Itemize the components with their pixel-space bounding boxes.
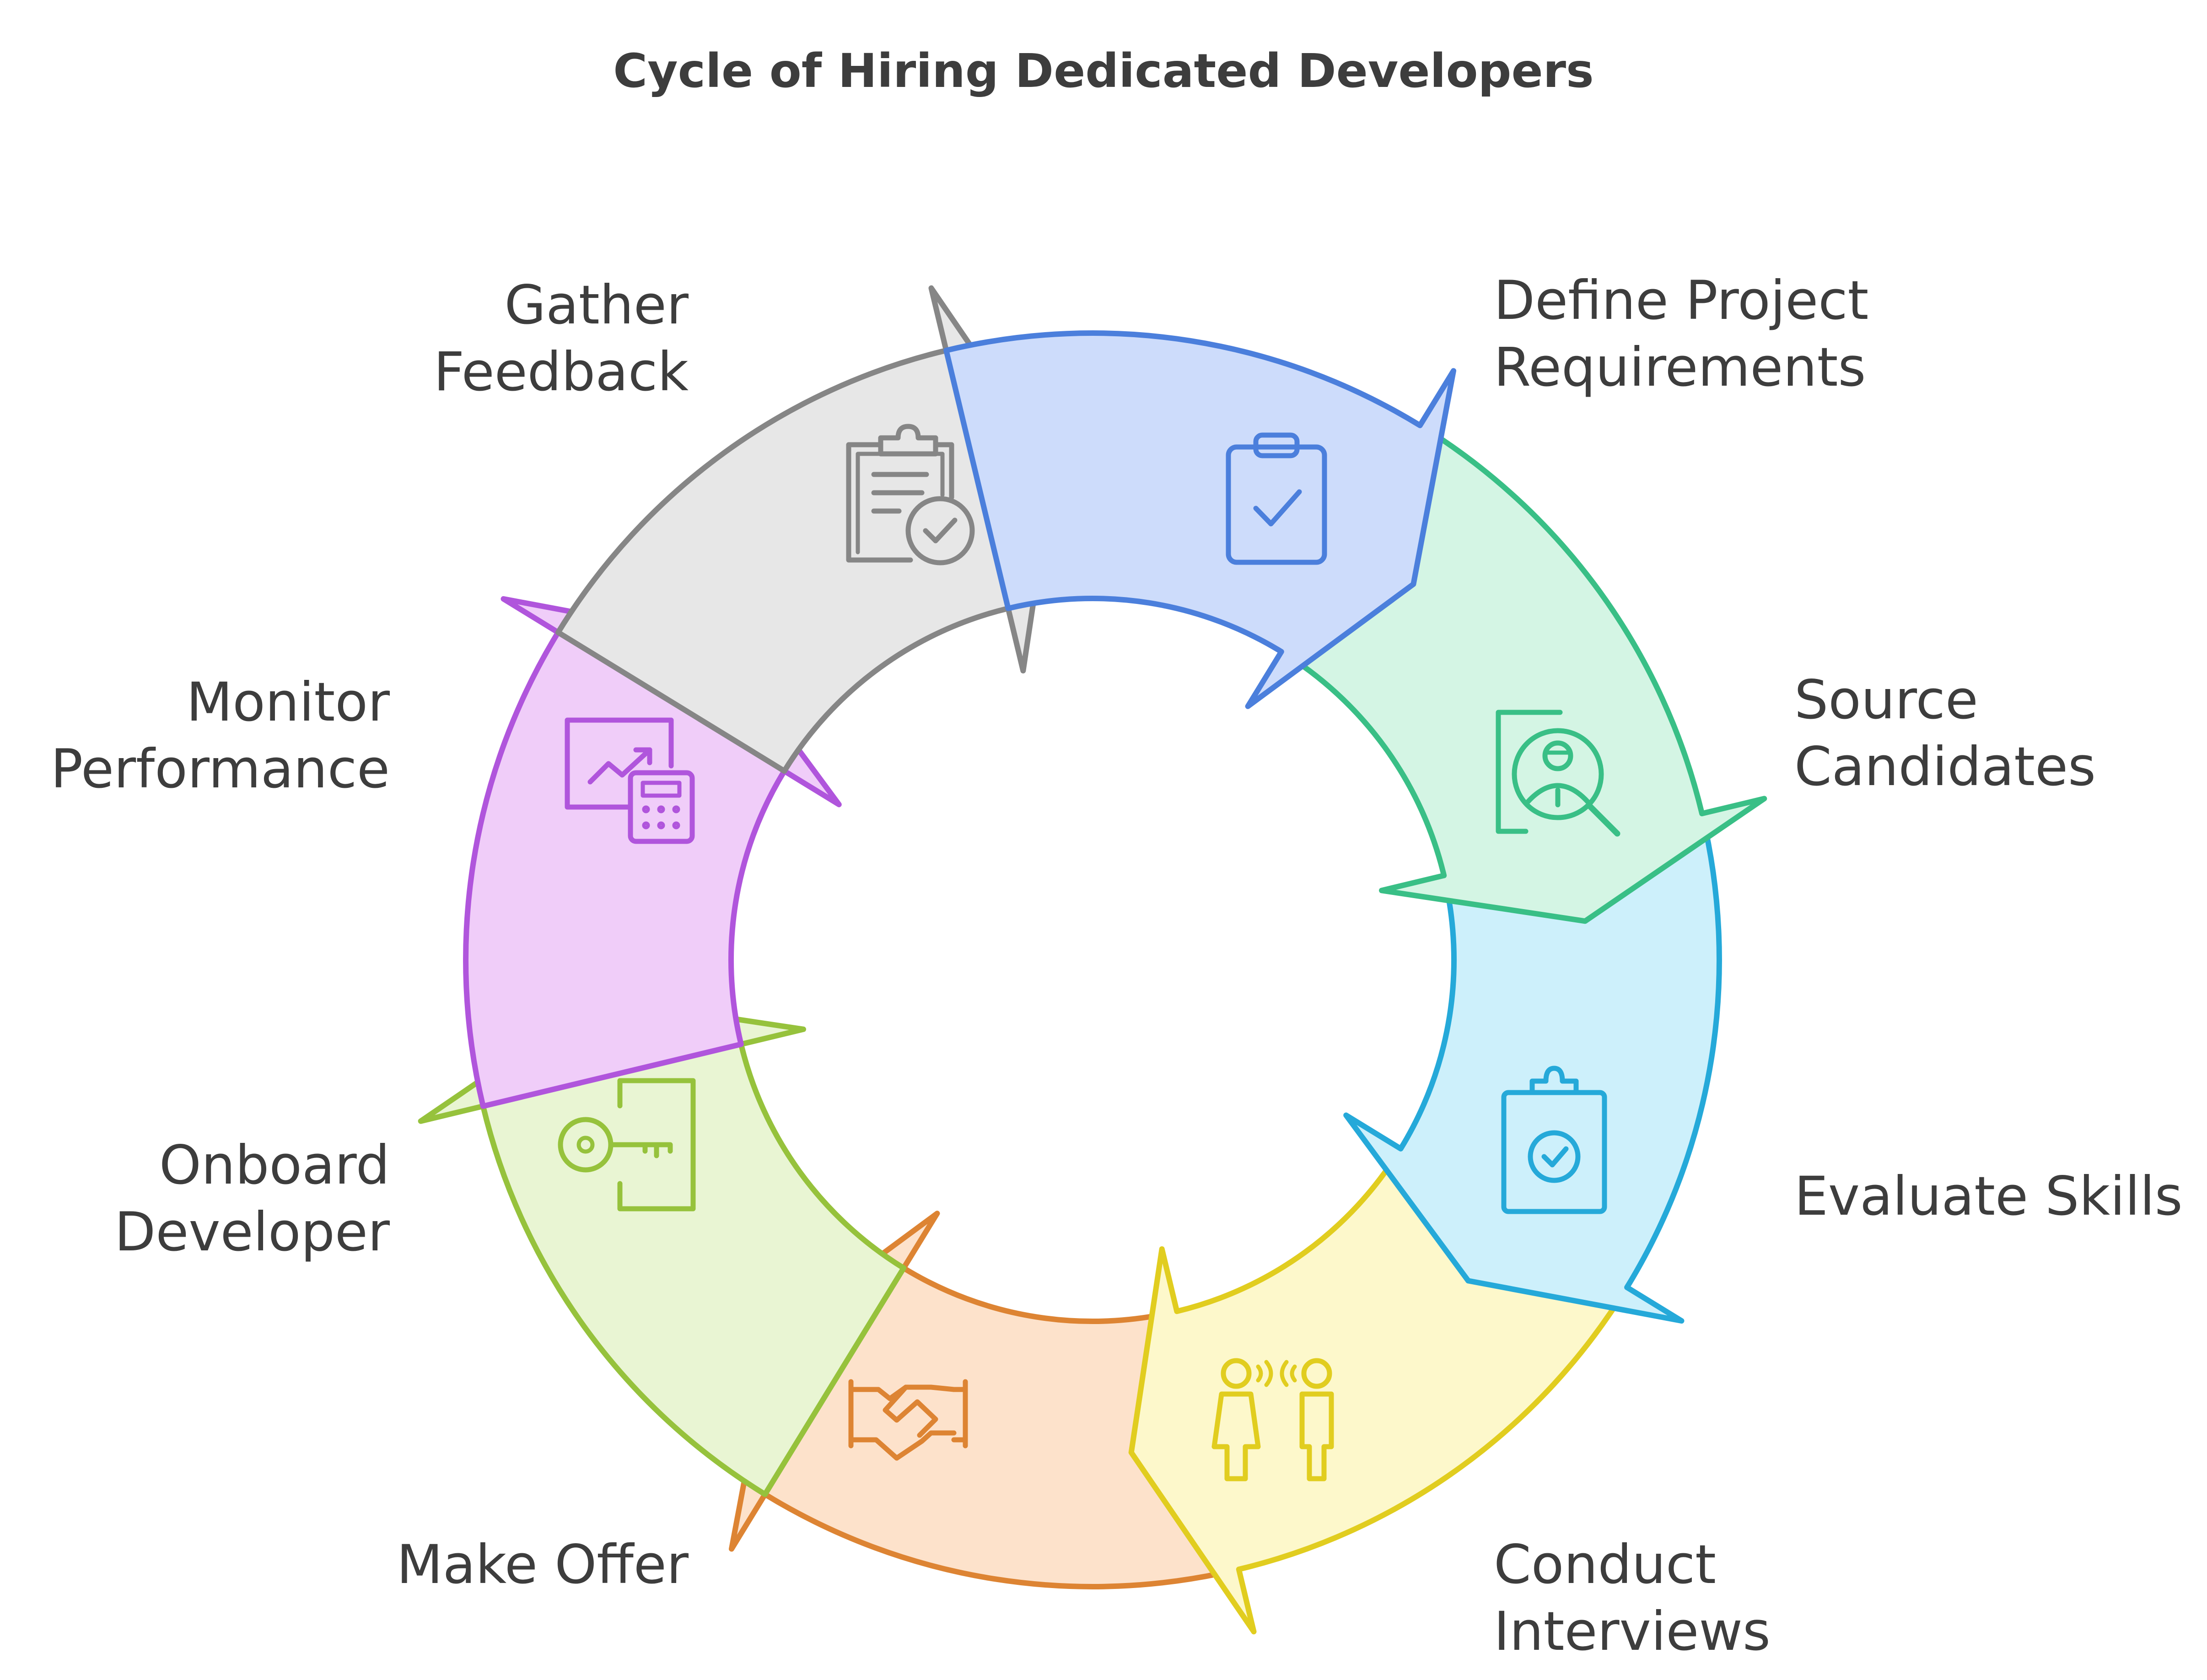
- label-line: Requirements: [1494, 336, 1866, 398]
- icon-stroke: [1264, 1360, 1273, 1387]
- icon-stroke: [565, 717, 674, 810]
- icon-stroke: [905, 496, 975, 565]
- icon-stroke: [883, 1384, 938, 1438]
- label-monitor-performance: Monitor Performance: [51, 671, 390, 800]
- handshake-icon: [848, 1379, 968, 1461]
- icon-stroke: [641, 781, 682, 798]
- icon-stroke: [933, 442, 954, 500]
- icon-stroke: [1529, 1066, 1579, 1095]
- clipboard-evaluate-icon: [1501, 1066, 1607, 1214]
- label-line: Performance: [51, 738, 390, 800]
- chart-calculator-icon: [565, 717, 695, 844]
- icon-stroke: [1280, 1360, 1289, 1387]
- key-door-icon: [558, 1078, 696, 1212]
- feedback-clipboard-icon: [846, 424, 975, 565]
- icon-stroke: [587, 747, 652, 785]
- icon-stroke: [672, 821, 680, 829]
- candidate-search-icon: [1496, 710, 1620, 837]
- icon-stroke: [1525, 783, 1590, 804]
- diagram-title: Cycle of Hiring Dedicated Developers: [613, 44, 1594, 98]
- label-line: Monitor: [186, 671, 390, 733]
- icon-stroke: [846, 442, 913, 563]
- icon-stroke: [1301, 1358, 1332, 1389]
- icon-stroke: [633, 747, 652, 765]
- icon-stroke: [608, 1142, 673, 1158]
- label-line: Conduct: [1494, 1533, 1716, 1596]
- label-line: Interviews: [1494, 1600, 1771, 1663]
- label-make-offer: Make Offer: [397, 1533, 689, 1596]
- label-line: Make Offer: [397, 1533, 689, 1596]
- icon-stroke: [1290, 1364, 1297, 1383]
- arrow-segment-onboard: [418, 996, 907, 1497]
- icon-stroke: [576, 1136, 595, 1154]
- label-line: Onboard: [159, 1134, 390, 1196]
- icon-stroke: [1541, 1146, 1569, 1168]
- two-people-talking-icon: [1211, 1358, 1334, 1481]
- icon-stroke: [1226, 444, 1327, 565]
- arrow-segment-evaluate: [1343, 811, 1722, 1324]
- label-line: Define Project: [1494, 269, 1868, 332]
- arrow-segment-feedback: [555, 285, 1057, 774]
- icon-stroke: [1299, 1391, 1334, 1481]
- label-line: Developer: [114, 1201, 390, 1263]
- icon-stroke: [657, 805, 665, 813]
- icon-stroke: [1253, 489, 1302, 527]
- icon-stroke: [1542, 740, 1573, 771]
- icon-stroke: [878, 424, 938, 457]
- clipboard-check-icon: [1226, 432, 1327, 565]
- label-source-candidates: Source Candidates: [1794, 668, 2096, 798]
- icon-stroke: [672, 805, 680, 813]
- icon-stroke: [657, 821, 665, 829]
- icon-stroke: [642, 805, 650, 813]
- icon-stroke: [628, 770, 695, 844]
- cycle-arrows: [418, 285, 1767, 1635]
- icon-stroke: [1256, 1364, 1263, 1383]
- label-onboard-developer: Onboard Developer: [114, 1134, 390, 1263]
- icon-stroke: [1496, 710, 1563, 834]
- label-conduct-interviews: Conduct Interviews: [1494, 1533, 1771, 1663]
- label-line: Feedback: [434, 340, 689, 403]
- icon-stroke: [1528, 1130, 1581, 1183]
- label-line: Candidates: [1794, 735, 2096, 798]
- icon-stroke: [856, 452, 883, 555]
- label-line: Source: [1794, 668, 1978, 731]
- icon-stroke: [1211, 1391, 1261, 1481]
- icon-stroke: [1587, 803, 1620, 837]
- label-gather-feedback: Gather Feedback: [434, 274, 689, 403]
- label-line: Evaluate Skills: [1794, 1165, 2183, 1228]
- icon-stroke: [1253, 432, 1300, 458]
- icon-stroke: [923, 517, 958, 544]
- icon-stroke: [642, 821, 650, 829]
- label-evaluate-skills: Evaluate Skills: [1794, 1165, 2183, 1228]
- icon-stroke: [1512, 728, 1604, 820]
- label-line: Gather: [505, 274, 689, 336]
- icon-stroke: [617, 1078, 696, 1212]
- arrow-segment-define: [943, 330, 1456, 709]
- label-define-project-requirements: Define Project Requirements: [1494, 269, 1868, 398]
- icon-stroke: [860, 1430, 957, 1461]
- icon-stroke: [1221, 1358, 1252, 1389]
